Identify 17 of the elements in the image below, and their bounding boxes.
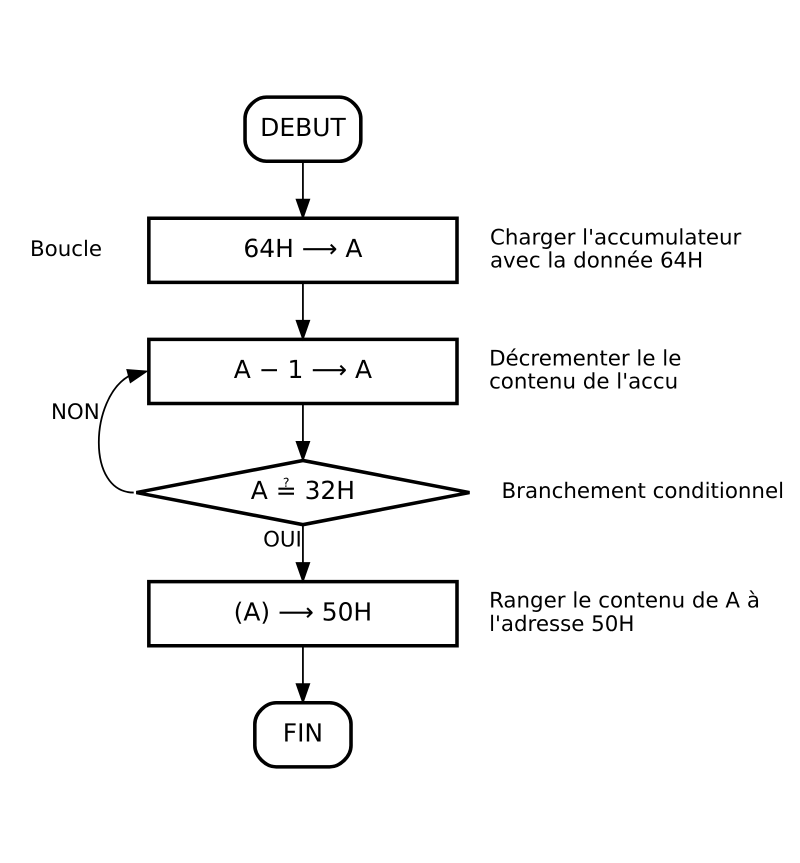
edge-label: OUI — [263, 527, 302, 552]
arrow — [295, 404, 310, 462]
arrow — [98, 368, 149, 493]
node-box: (A) ⟶ 50H — [147, 579, 459, 648]
arrow — [295, 524, 310, 584]
node-label: Ranger le contenu de A à l'adresse 50H — [489, 588, 760, 636]
node-box: A − 1 ⟶ A — [147, 337, 459, 405]
node-label: Décrementer le le contenu de l'accu — [489, 346, 682, 394]
label: Boucle — [30, 236, 102, 262]
node-box: 64H ⟶ A — [147, 216, 459, 284]
node-diamond: A ≟ 32H — [134, 458, 472, 526]
node-label: Branchement conditionnel — [502, 478, 784, 504]
node-box: FIN — [253, 700, 353, 768]
node-label: Charger l'accumulateur avec la donnée 64H — [490, 224, 742, 273]
node-box: DEBUT — [243, 94, 363, 163]
arrow — [295, 282, 310, 341]
edge-label: NON — [50, 400, 100, 425]
